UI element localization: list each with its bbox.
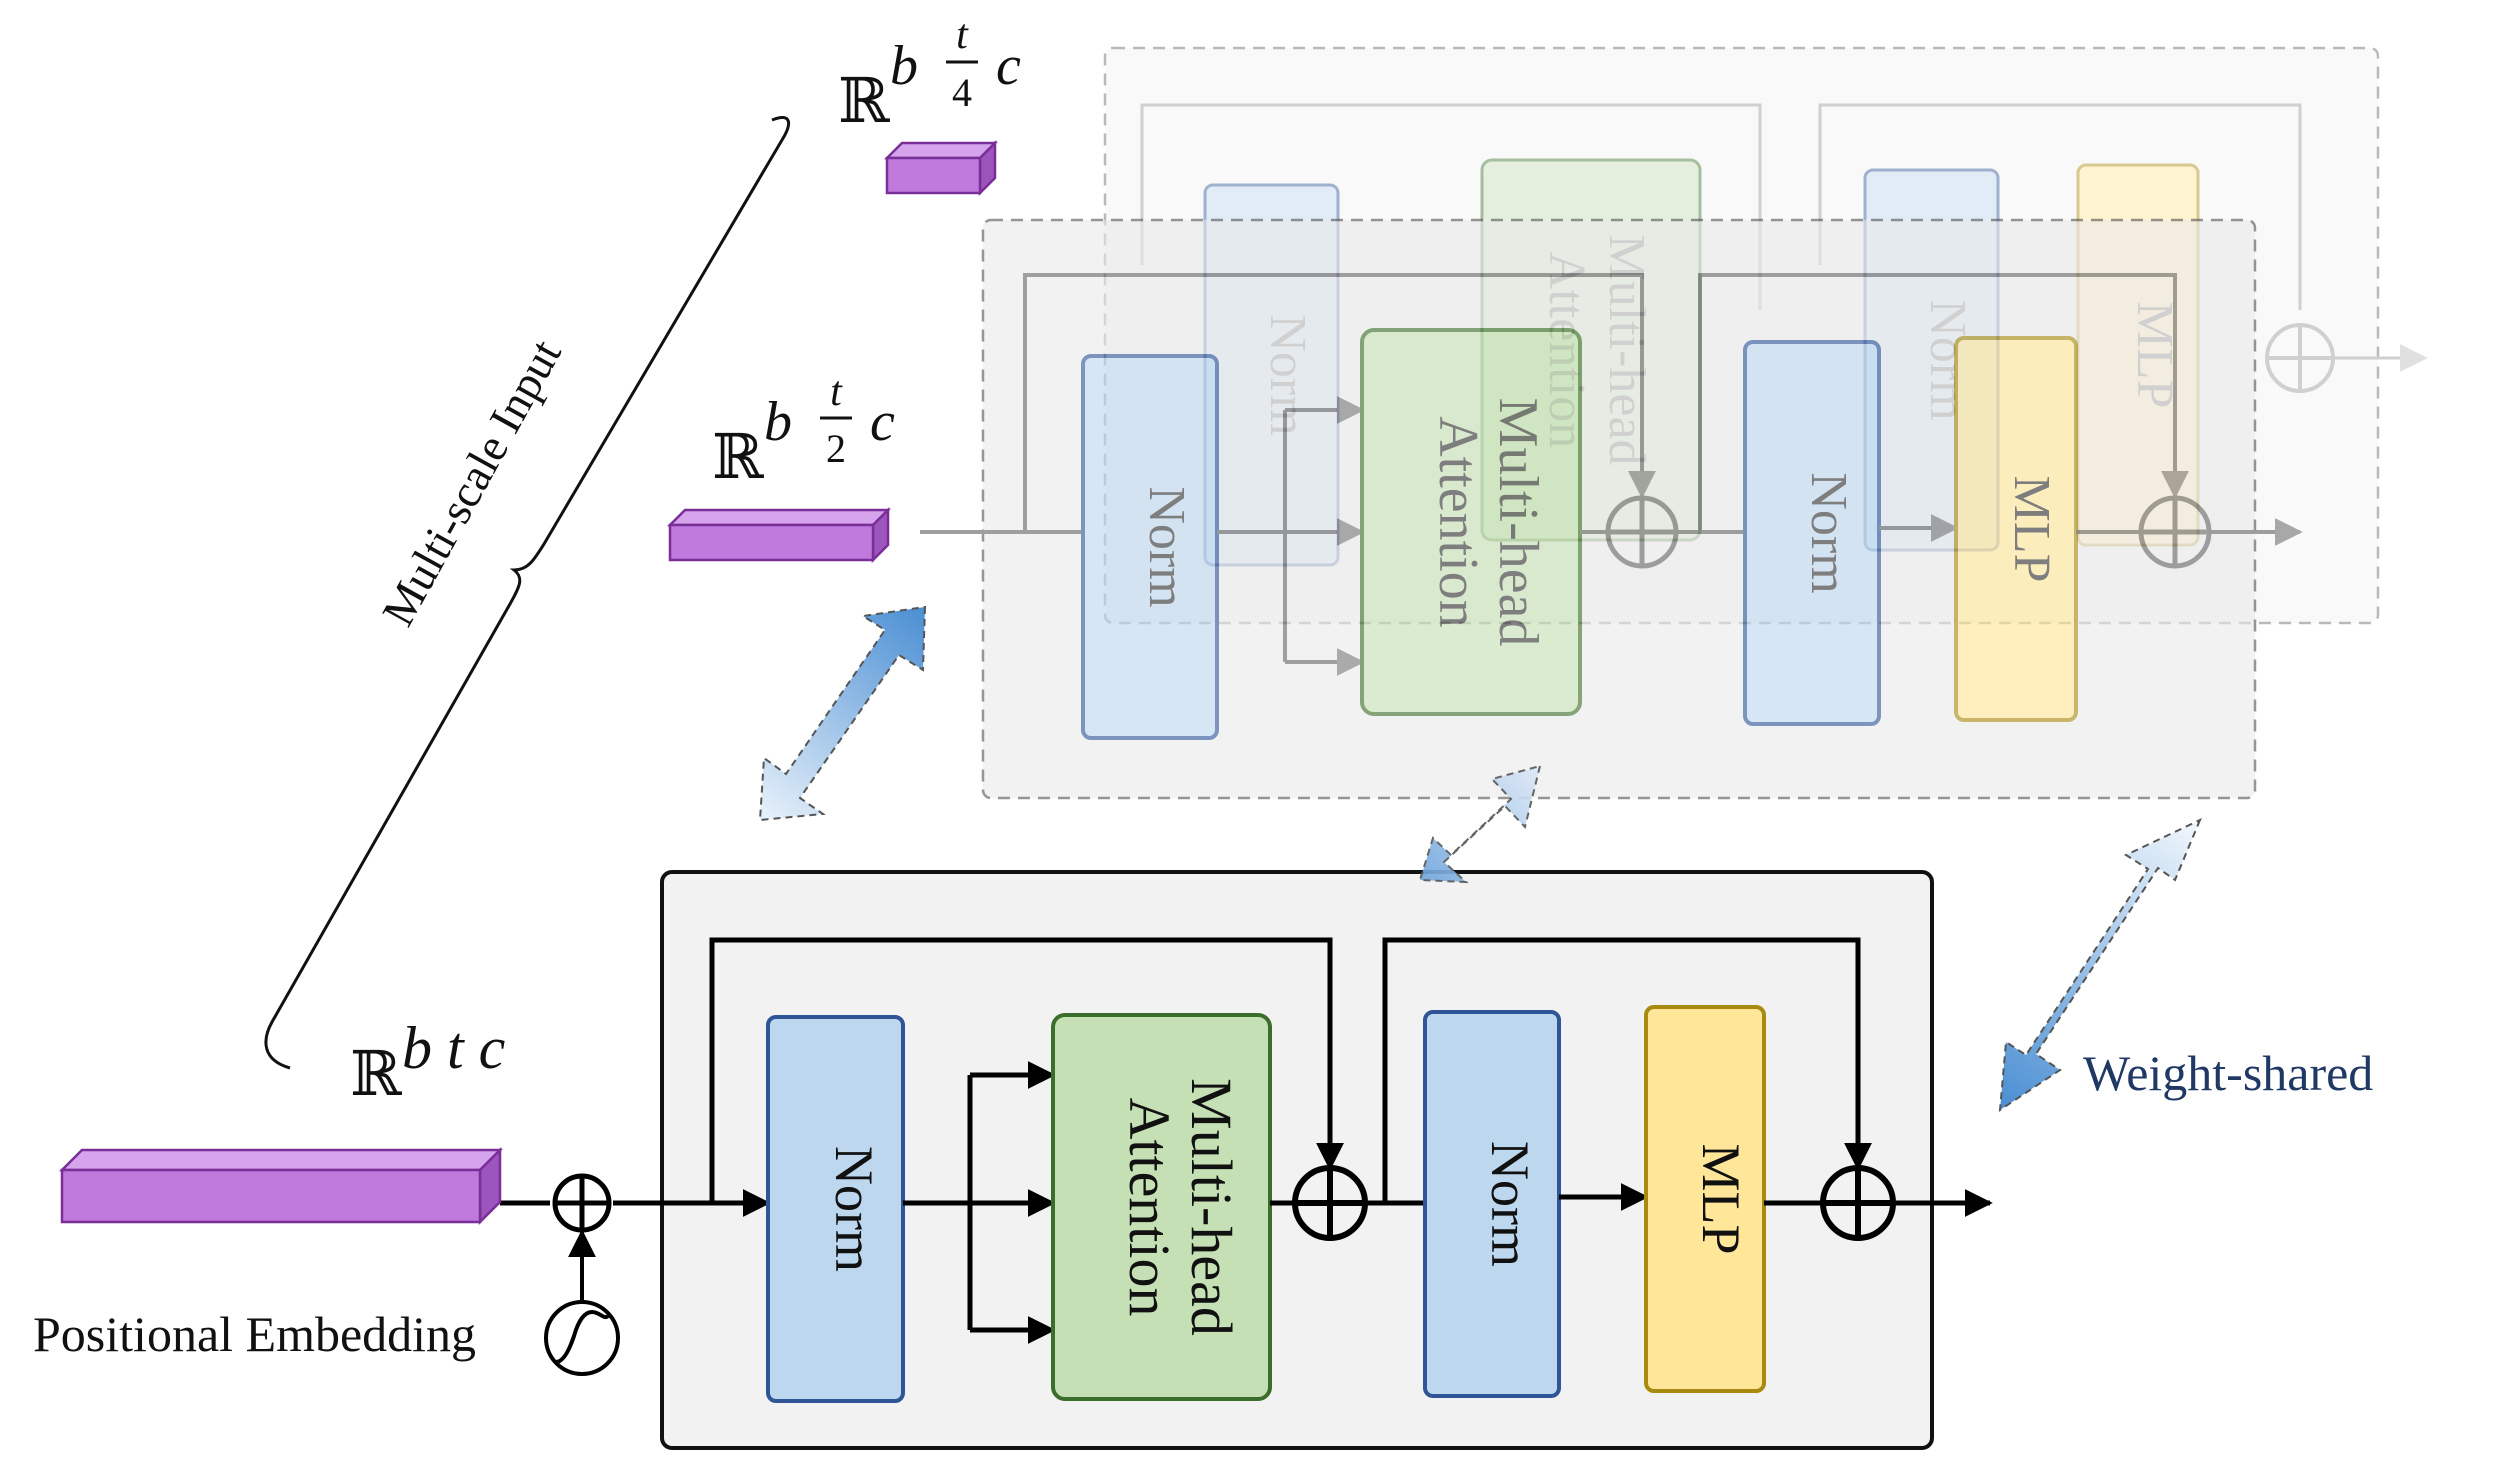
shape-dim-c: c <box>996 35 1021 97</box>
shape-dim-t: t <box>956 12 969 58</box>
norm-box <box>766 1015 905 1403</box>
add-circle-icon <box>2138 495 2212 569</box>
norm-label: Norm <box>1800 472 1857 593</box>
transformer-block-half-scale: Norm Multi-head Attention Norm MLP <box>920 218 2303 800</box>
residual-skip-line <box>709 937 1344 1203</box>
tensor-half-scale <box>666 506 892 564</box>
shape-dim-t: t <box>830 369 843 415</box>
residual-skip-line <box>1382 937 1872 1203</box>
shape-dims: b t c <box>402 1015 505 1081</box>
norm-box <box>1423 1010 1561 1398</box>
multi-scale-brace <box>264 116 791 1070</box>
tensor-quarter-scale <box>883 139 999 197</box>
shape-dim-den: 4 <box>952 70 972 115</box>
attention-label: Attention <box>1427 416 1489 628</box>
sine-wave-icon <box>544 1300 620 1376</box>
residual-skip-line <box>1698 273 2189 532</box>
double-arrow-icon <box>1998 817 2202 1112</box>
mlp-label: MLP <box>2003 476 2060 583</box>
norm-label: Norm <box>824 1146 884 1272</box>
shape-dim-c: c <box>870 391 895 453</box>
attention-label: Multi-head <box>1487 398 1549 647</box>
mlp-box <box>1954 336 2078 722</box>
weight-shared-label: Weight-shared <box>2083 1045 2373 1101</box>
mlp-box <box>1644 1005 1766 1393</box>
multi-scale-input-label: Multi-scale Input <box>372 331 571 634</box>
shape-base: ℝ <box>350 1041 402 1109</box>
shape-label-full: ℝ b t c <box>350 1015 505 1109</box>
positional-embedding-label: Positional Embedding <box>33 1306 476 1362</box>
transformer-block-full-scale: Norm Multi-head Attention Norm MLP <box>500 870 1993 1450</box>
residual-skip-line <box>1023 273 1656 532</box>
double-arrow-icon <box>758 605 927 822</box>
add-circle-icon <box>1292 1165 1368 1241</box>
shape-label-half: ℝ b t 2 c <box>712 369 895 492</box>
positional-add-circle-icon <box>552 1173 612 1233</box>
add-circle-icon <box>1820 1165 1896 1241</box>
norm-box <box>1743 340 1881 726</box>
attention-box <box>1051 1013 1272 1401</box>
block-panel <box>660 870 1934 1450</box>
attention-label: Multi-head <box>1179 1078 1244 1336</box>
mlp-label: MLP <box>1691 1143 1751 1254</box>
norm-label: Norm <box>1480 1141 1540 1267</box>
add-circle-icon <box>2265 323 2335 393</box>
shape-label-quarter: ℝ b t 4 c <box>838 12 1021 136</box>
add-circle-icon <box>1605 495 1679 569</box>
shape-dim-den: 2 <box>826 426 846 471</box>
norm-label: Norm <box>1138 486 1195 607</box>
norm-box <box>1081 354 1219 740</box>
shape-base: ℝ <box>712 424 764 492</box>
shape-dim-b: b <box>890 35 918 97</box>
shape-dim-b: b <box>764 391 792 453</box>
attention-box <box>1360 328 1582 716</box>
shape-base: ℝ <box>838 68 890 136</box>
double-arrow-icon <box>1418 764 1542 884</box>
tensor-full-scale <box>58 1146 504 1226</box>
residual-skip-line <box>1140 103 1762 310</box>
residual-skip-line <box>1818 103 2302 310</box>
attention-label: Attention <box>1117 1097 1182 1316</box>
